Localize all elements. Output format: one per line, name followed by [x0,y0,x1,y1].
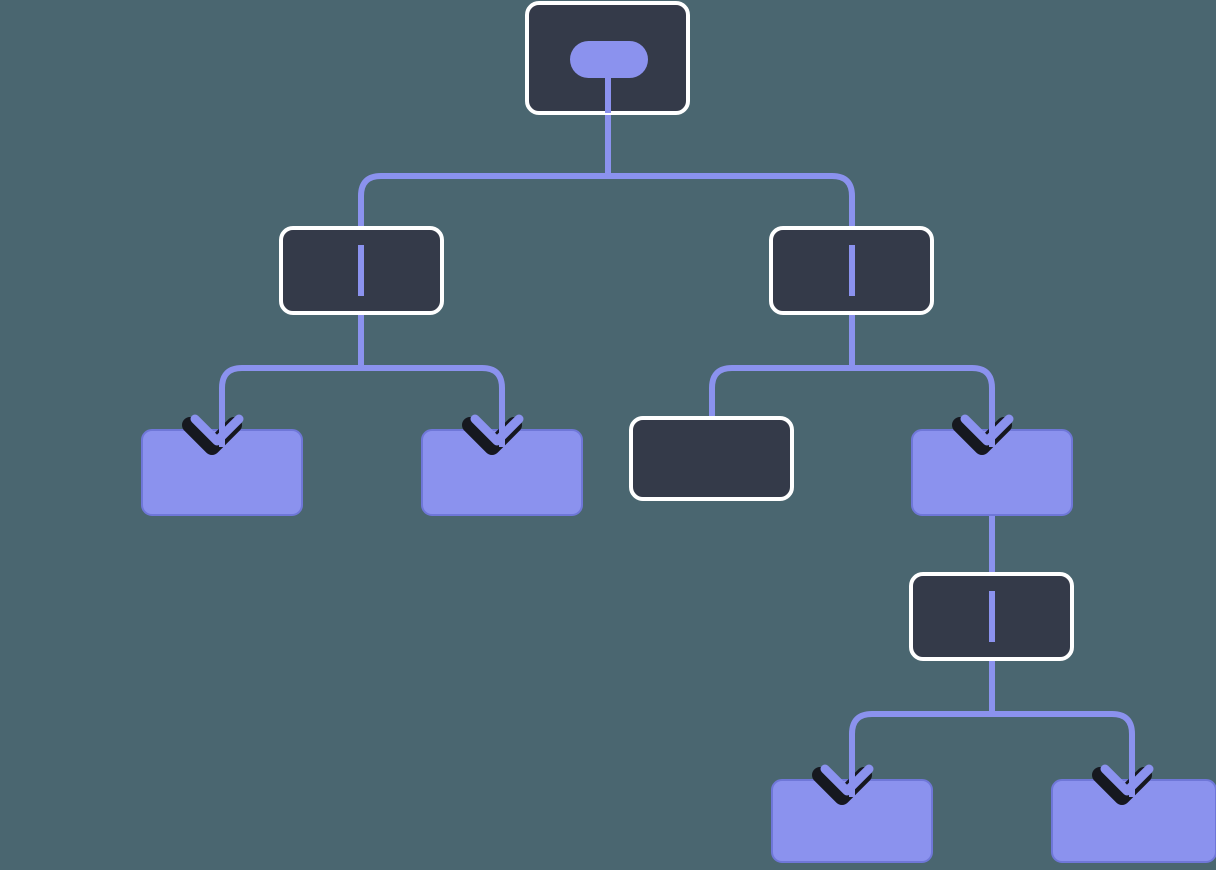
edge-l1left-l2b [361,365,505,432]
arrowhead-l2-a [190,414,244,446]
node-root-stem [605,60,611,113]
node-layer-dark [279,226,1074,661]
arrowhead-l2-d [960,414,1014,446]
edge-root-l1right [608,173,855,228]
arrowhead-layer [182,400,1154,805]
node-l2-c[interactable] [629,416,794,501]
arrowhead-l4-b [1100,764,1154,796]
edge-l3mid-l4b [992,711,1135,782]
arrowhead-tips [190,414,1154,796]
node-layer-purple [141,429,1216,863]
node-root-pill-icon [570,41,648,78]
node-root[interactable] [525,1,690,115]
edge-l3mid-l4a [849,659,995,782]
edge-l1right-l2c [709,313,855,418]
edge-l1left-l2a [219,313,364,432]
edge-root-l1left [358,113,611,228]
edge-l1right-l2d [852,365,995,432]
node-l2-c-shape [629,416,794,501]
connector-overlay-layer [358,245,995,642]
arrowhead-l4-a [820,764,874,796]
connector-layer [219,113,1135,782]
arrow-stems [219,400,1135,797]
arrowhead-l2-b [470,414,524,446]
